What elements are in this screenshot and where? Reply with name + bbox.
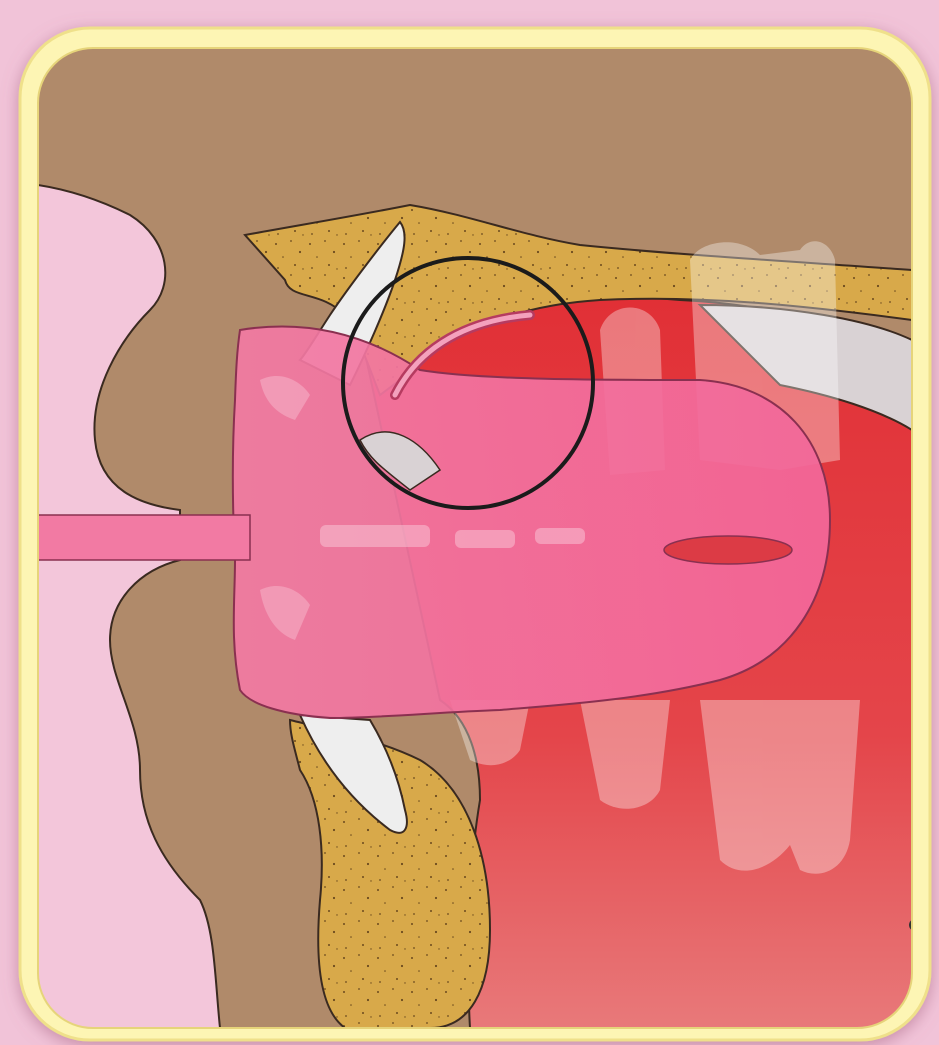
panel-content (38, 48, 921, 1028)
tongue-tip-extension (38, 515, 250, 560)
tongue-midline-oval (664, 536, 792, 564)
